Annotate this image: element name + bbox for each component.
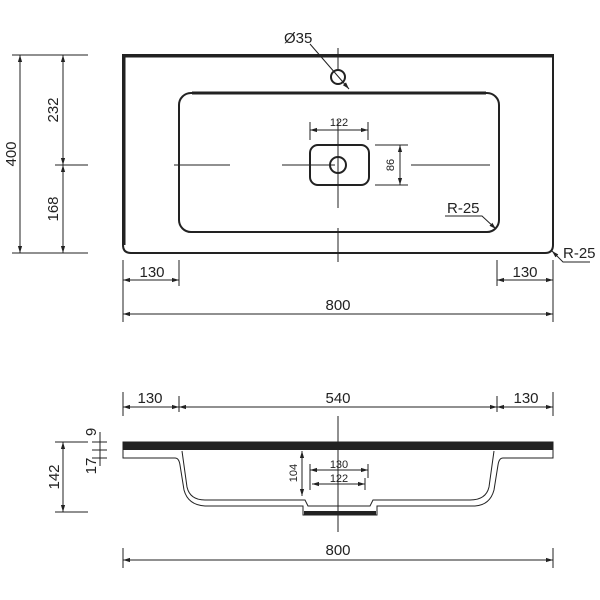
drain-width-label: 122	[330, 117, 348, 129]
section-left-margin-label: 130	[137, 390, 162, 407]
center-lines	[174, 48, 490, 262]
tap-hole-label: Ø35	[284, 30, 312, 47]
top-view: Ø35 122 86 R-25 R-25 400 232 168 130	[3, 30, 596, 322]
basin-depth-label: 104	[288, 464, 300, 482]
drain-to-front-label: 168	[45, 196, 62, 221]
drain-depth-label: 86	[385, 159, 397, 171]
overall-width-label: 800	[325, 297, 350, 314]
rear-to-drain-label: 232	[45, 97, 62, 122]
drain-inner-label: 122	[330, 473, 348, 485]
overall-depth-label: 400	[3, 141, 20, 166]
slab-top-label: 9	[83, 428, 100, 436]
basin-radius-label: R-25	[447, 200, 480, 217]
overall-height-label: 142	[46, 464, 63, 489]
left-margin-label: 130	[139, 264, 164, 281]
section-right-margin-label: 130	[513, 390, 538, 407]
slab-thickness-label: 17	[83, 458, 100, 475]
sink-profile	[122, 441, 554, 516]
countertop-outline	[122, 54, 554, 254]
drain-outer-label: 130	[330, 459, 348, 471]
right-margin-label: 130	[512, 264, 537, 281]
basin-width-label: 540	[325, 390, 350, 407]
section-overall-width-label: 800	[325, 542, 350, 559]
outer-radius-label: R-25	[563, 245, 596, 262]
section-view: 130 540 130 142 9 17 104 130 122 800	[46, 390, 554, 568]
